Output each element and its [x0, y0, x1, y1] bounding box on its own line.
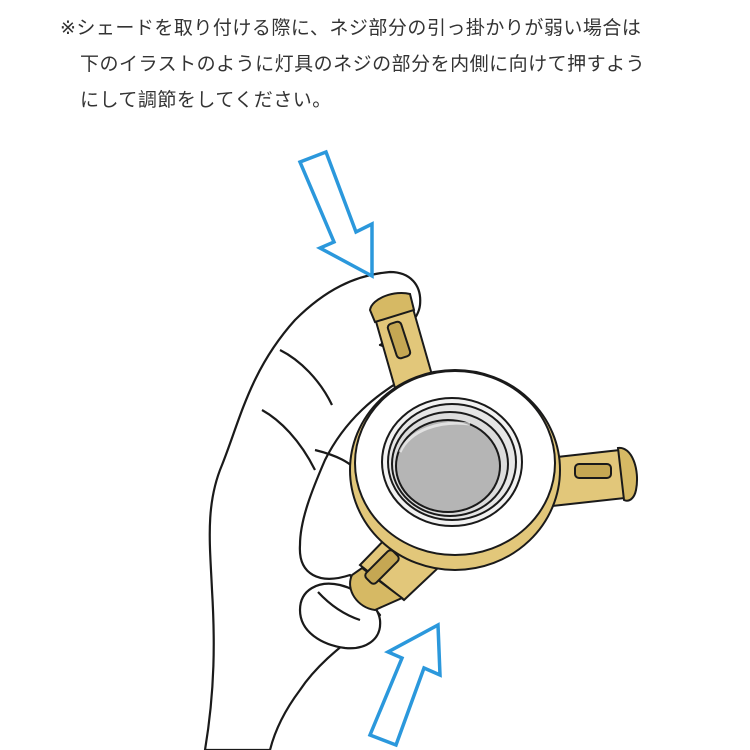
instruction-line-2: 下のイラストのように灯具のネジの部分を内側に向けて押すよう [80, 53, 646, 75]
push-arrow-icon-bottom [367, 622, 442, 748]
brass-lug-right [546, 446, 638, 508]
instruction-text: ※シェードを取り付ける際に、ネジ部分の引っ掛かりが弱い場合は 下のイラストのよう… [60, 10, 740, 118]
adjustment-illustration [203, 149, 638, 750]
instruction-line-1: ※シェードを取り付ける際に、ネジ部分の引っ掛かりが弱い場合は [60, 17, 642, 39]
push-arrow-icon [297, 149, 374, 279]
instruction-line-3: にして調節をしてください。 [80, 89, 332, 111]
lamp-socket-icon [349, 292, 638, 612]
brass-lug-top [368, 292, 434, 390]
